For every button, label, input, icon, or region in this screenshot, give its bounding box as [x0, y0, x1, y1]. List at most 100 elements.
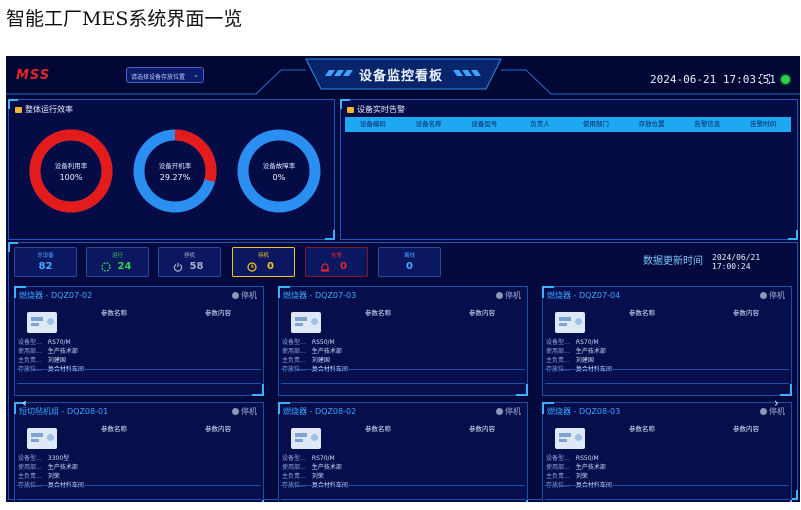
device-info-row: 设备型... RS70/M: [18, 337, 71, 346]
stat-running[interactable]: 运行 24: [86, 247, 149, 277]
stat-value: 0: [406, 261, 413, 272]
device-card-title[interactable]: 燃烧器 - DQZ07-03: [283, 291, 357, 300]
device-info-row: 主负责... 刘荣: [546, 471, 588, 480]
stat-label: 总设备: [37, 253, 54, 259]
card-divider: [17, 369, 261, 370]
device-card[interactable]: 燃烧器 - DQZ08-02 停机 参数名称 参数内容 设备型... RS70/…: [278, 402, 528, 502]
param-name-header: 参数名称: [629, 309, 655, 317]
ring-failure: 设备故障率 0%: [235, 127, 323, 215]
device-card[interactable]: 燃烧器 - DQZ07-03 停机 参数名称 参数内容 设备型... RS50/…: [278, 286, 528, 396]
info-key: 使用部...: [282, 348, 306, 355]
column-header[interactable]: 负责人: [530, 120, 550, 128]
stat-stopped[interactable]: 停机 58: [158, 247, 221, 277]
card-divider: [545, 499, 789, 500]
info-key: 设备型...: [282, 455, 306, 462]
stat-standby[interactable]: 待机 0: [232, 247, 295, 277]
info-key: 主负责...: [282, 357, 306, 364]
stat-alarm[interactable]: 告警 0: [305, 247, 368, 277]
info-value: RS50/M: [311, 339, 335, 346]
info-value: 生产技术部: [575, 348, 606, 355]
stopped-status-icon: [232, 408, 239, 415]
dashboard-screen: MSS 请选择设备存放位置 ⌄ 设备监控看板 2024-06-21 17:03:…: [6, 56, 800, 502]
device-info-row: 主负责... 刘建国: [546, 355, 594, 364]
device-info-row: 使用部... 生产技术部: [282, 346, 342, 355]
ring-chart: [29, 129, 113, 213]
page-title: 智能工厂MES系统界面一览: [6, 8, 243, 30]
info-value: 生产技术部: [311, 464, 342, 471]
info-key: 使用部...: [546, 348, 570, 355]
column-header[interactable]: 设备编码: [359, 120, 386, 128]
ring-label: 设备利用率: [54, 162, 88, 170]
column-header[interactable]: 设备名称: [415, 120, 442, 128]
info-key: 使用部...: [546, 464, 570, 471]
column-header[interactable]: 告警时间: [750, 120, 777, 128]
column-header[interactable]: 告警信息: [694, 120, 721, 128]
app-logo: MSS: [16, 68, 51, 83]
ring-chart: [237, 129, 321, 213]
stat-label: 待机: [257, 253, 269, 259]
header-bar: MSS 请选择设备存放位置 ⌄ 设备监控看板 2024-06-21 17:03:…: [6, 56, 800, 98]
device-info-row: 设备型... RS70/M: [546, 337, 599, 346]
param-name-header: 参数名称: [101, 425, 127, 433]
stat-label: 离线: [403, 253, 415, 259]
device-card-title[interactable]: 燃烧器 - DQZ07-04: [547, 291, 621, 300]
device-card[interactable]: 燃烧器 - DQZ07-02 停机 参数名称 参数内容 设备型... RS70/…: [14, 286, 264, 396]
stat-total[interactable]: 总设备 82: [14, 247, 77, 277]
location-select[interactable]: 请选择设备存放位置 ⌄: [126, 67, 204, 83]
fullscreen-icon[interactable]: [760, 74, 770, 84]
info-value: 刘建国: [47, 357, 66, 364]
stopped-status-icon: [496, 408, 503, 415]
device-state-label: 停机: [769, 407, 785, 416]
column-header[interactable]: 使用部门: [582, 120, 609, 128]
card-divider: [281, 499, 525, 500]
stat-value: 58: [189, 261, 204, 272]
chevron-down-icon: ⌄: [193, 71, 199, 79]
info-value: 生产技术部: [47, 348, 78, 355]
machine-icon: [27, 428, 57, 449]
device-card[interactable]: 短切毡机组 - DQZ08-01 停机 参数名称 参数内容 设备型... 330…: [14, 402, 264, 502]
ring-utilization: 设备利用率 100%: [27, 127, 115, 215]
connection-status-icon: [781, 75, 790, 84]
device-card-title[interactable]: 燃烧器 - DQZ07-02: [19, 291, 93, 300]
stat-value: 24: [117, 261, 132, 272]
device-card[interactable]: 燃烧器 - DQZ07-04 停机 参数名称 参数内容 设备型... RS70/…: [542, 286, 792, 396]
device-info-row: 使用部... 生产技术部: [282, 462, 342, 471]
card-divider: [545, 383, 789, 384]
device-state: 停机: [232, 406, 257, 417]
prev-page-button[interactable]: ‹: [22, 396, 27, 410]
device-info-row: 使用部... 生产技术部: [18, 462, 78, 471]
clock-icon: [247, 262, 257, 272]
device-info-row: 使用部... 生产技术部: [546, 346, 606, 355]
card-divider: [545, 485, 789, 486]
param-value-header: 参数内容: [205, 425, 231, 433]
device-info-row: 设备型... RS50/M: [546, 453, 599, 462]
board-title: 设备监控看板: [358, 69, 443, 84]
card-divider: [17, 485, 261, 486]
device-state-label: 停机: [505, 291, 521, 300]
stat-label: 告警: [330, 253, 342, 259]
folder-icon: [347, 106, 354, 113]
info-key: 设备型...: [282, 339, 306, 346]
device-info-row: 主负责... 刘荣: [18, 471, 60, 480]
machine-icon: [291, 312, 321, 333]
ring-value: 29.27%: [159, 173, 191, 182]
device-card-title[interactable]: 燃烧器 - DQZ08-02: [283, 407, 357, 416]
machine-icon: [555, 428, 585, 449]
device-card-title[interactable]: 燃烧器 - DQZ08-03: [547, 407, 621, 416]
next-page-button[interactable]: ›: [774, 396, 779, 410]
stat-offline[interactable]: 离线 0: [378, 247, 441, 277]
device-info-row: 设备型... 3300型: [18, 453, 69, 462]
info-key: 使用部...: [18, 464, 42, 471]
column-header[interactable]: 设备型号: [471, 120, 498, 128]
column-header[interactable]: 存放位置: [638, 120, 665, 128]
update-time-label: 数据更新时间: [643, 256, 703, 267]
device-card[interactable]: 燃烧器 - DQZ08-03 停机 参数名称 参数内容 设备型... RS50/…: [542, 402, 792, 502]
alarm-light-icon: [321, 263, 329, 272]
device-state-label: 停机: [769, 291, 785, 300]
device-state-label: 停机: [241, 407, 257, 416]
device-info-row: 主负责... 刘建国: [282, 355, 330, 364]
info-value: 刘荣: [575, 473, 588, 480]
machine-icon: [291, 428, 321, 449]
efficiency-panel: 整体运行效率 设备利用率 100% 设备开机率 29.27% 设备故障率 0%: [8, 99, 335, 240]
device-card-title[interactable]: 短切毡机组 - DQZ08-01: [19, 407, 109, 416]
